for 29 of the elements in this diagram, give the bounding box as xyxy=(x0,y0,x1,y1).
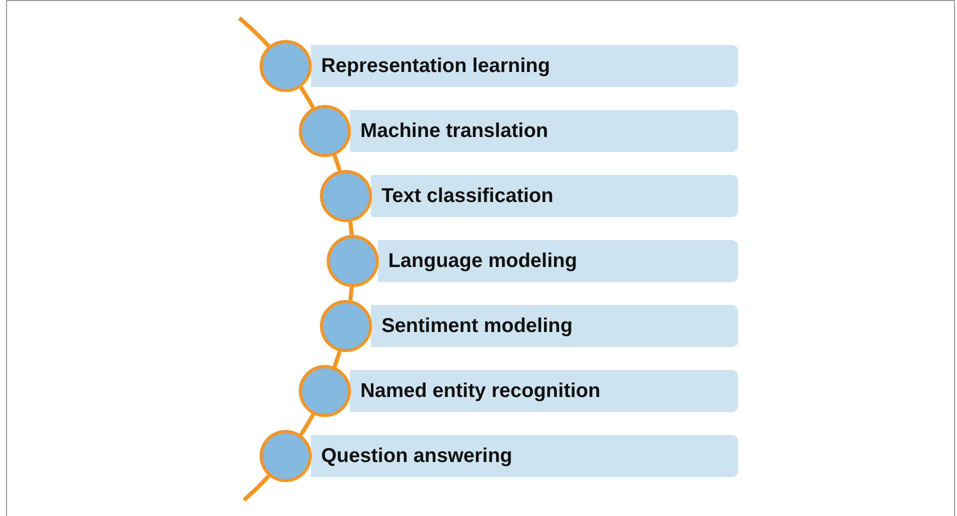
arc-connector xyxy=(348,220,354,236)
topic-label: Text classification xyxy=(381,184,554,208)
topic-label: Language modeling xyxy=(388,250,578,272)
topic-label: Named entity recognition xyxy=(360,380,600,402)
arc-connector xyxy=(299,413,315,436)
topic-bar xyxy=(311,435,738,477)
marker-circle xyxy=(326,235,379,287)
arc-connector xyxy=(242,474,270,502)
topic-label: Representation learning xyxy=(321,54,550,78)
topic-bar xyxy=(311,45,738,87)
arc-connector xyxy=(348,286,354,302)
marker-circle xyxy=(298,365,351,417)
topic-label: Question answering xyxy=(321,444,512,468)
arc-connector xyxy=(332,350,342,368)
arc-connector xyxy=(332,154,342,172)
topic-bar xyxy=(371,175,738,217)
marker-circle xyxy=(260,40,312,92)
topic-bar xyxy=(378,240,738,282)
topic-bar xyxy=(350,110,738,152)
topic-bar xyxy=(371,305,738,347)
topic-label: Machine translation xyxy=(360,120,548,142)
topic-bar xyxy=(350,370,738,412)
topic-label: Sentiment modeling xyxy=(381,314,573,338)
marker-circle xyxy=(320,300,372,352)
marker-circle xyxy=(298,105,351,157)
arc-connector xyxy=(238,16,270,48)
marker-circle xyxy=(260,430,312,482)
marker-circle xyxy=(320,170,372,222)
arc-connector xyxy=(299,86,315,109)
